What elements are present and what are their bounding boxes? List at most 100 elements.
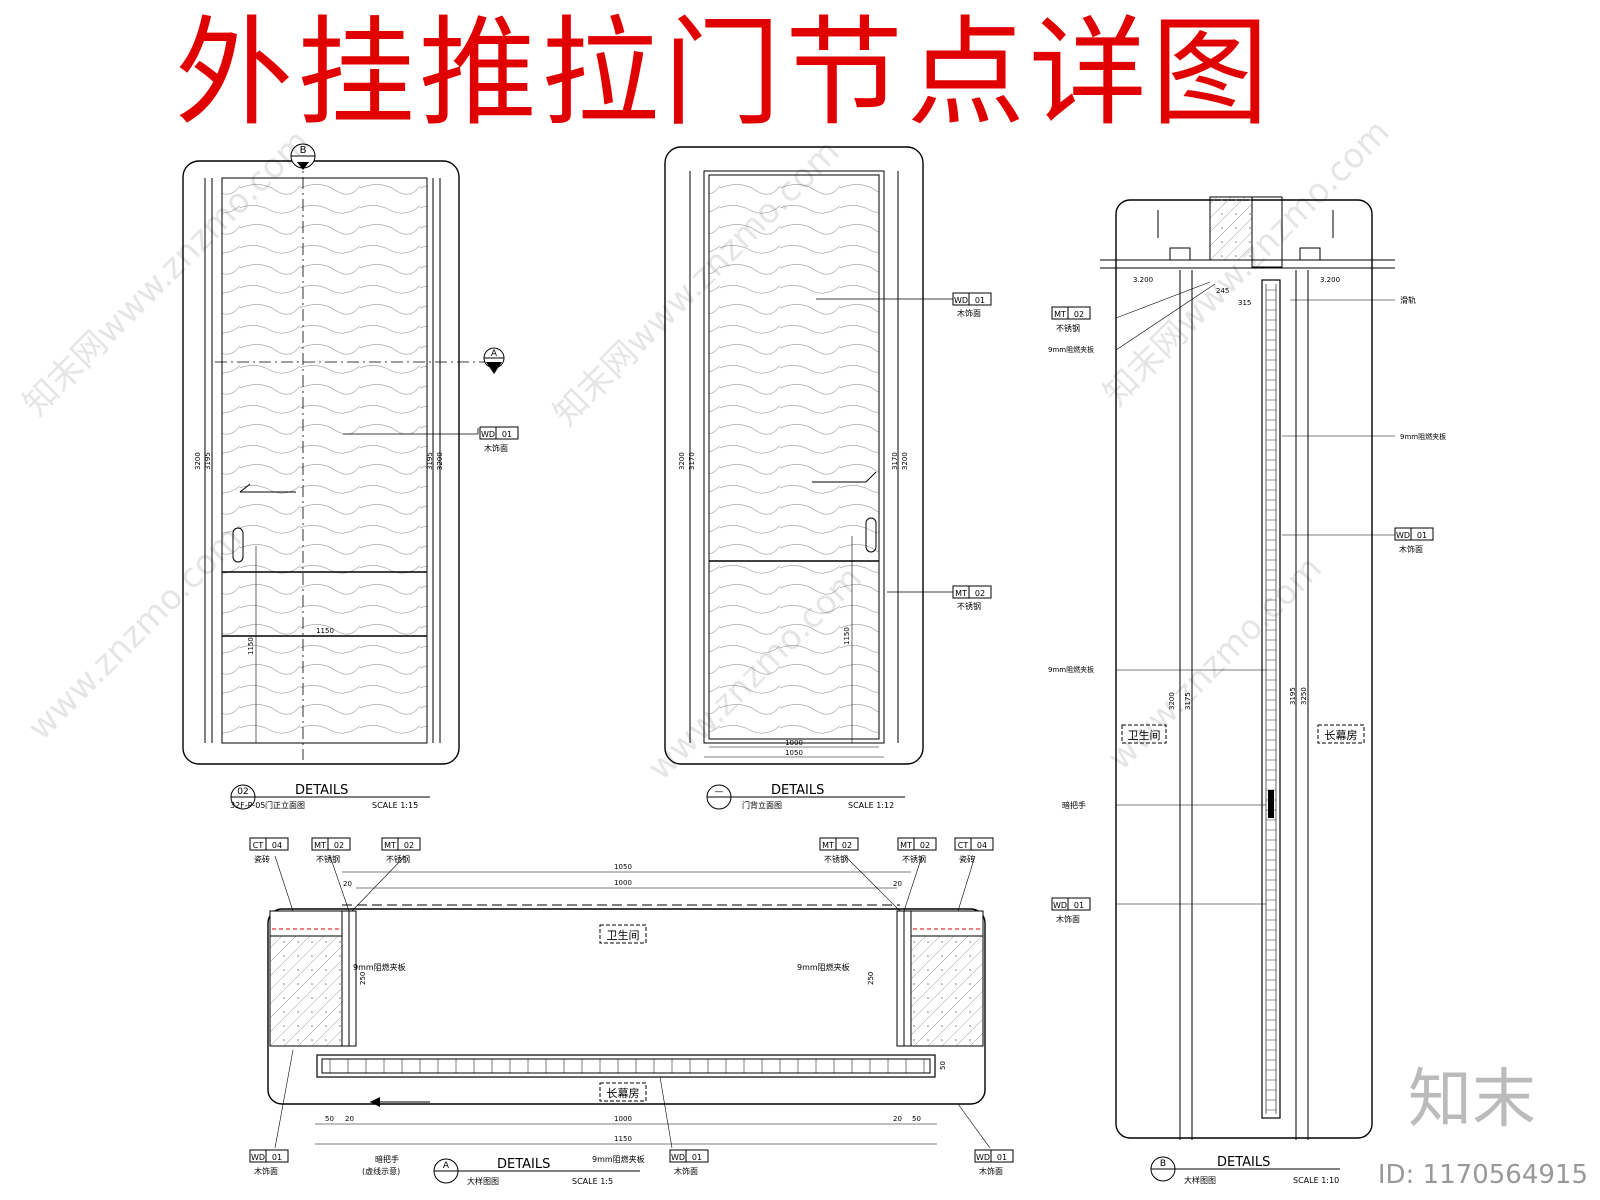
material-tag-code: MT (384, 841, 396, 850)
rail-label: 滑轨 (1400, 295, 1416, 305)
dim-label: 315 (1238, 299, 1251, 307)
material-tag-desc: 木饰面 (1056, 914, 1080, 924)
material-tag-num: 01 (997, 1153, 1007, 1162)
material-tag-desc: 瓷砖 (959, 854, 975, 864)
dim-label: 50 (939, 1061, 947, 1070)
material-tag-num: 01 (1074, 901, 1084, 910)
material-tag-num: 02 (404, 841, 414, 850)
panel-label: 9mm阻燃夹板 (1400, 432, 1446, 441)
dim-label: 1050 (614, 863, 632, 871)
dim-label: 3170 (688, 452, 696, 470)
caption-num: — (715, 787, 724, 797)
dim-label: 3200 (194, 452, 202, 470)
dim-label: 50 (912, 1115, 921, 1123)
panel-label: 9mm阻燃夹板 (592, 1154, 645, 1164)
caption-sub: 大样图图 (467, 1176, 499, 1186)
handle-label: 暗把手 (375, 1154, 399, 1164)
dim-label: 3200 (436, 452, 444, 470)
material-tag-num: 01 (975, 296, 985, 305)
dim-label: 3195 (426, 452, 434, 470)
panel-label: 9mm阻燃夹板 (797, 962, 850, 972)
dim-label: 1150 (843, 627, 851, 645)
material-tag-desc: 木饰面 (674, 1166, 698, 1176)
room-label: 卫生间 (1128, 728, 1161, 742)
material-tag-num: 02 (920, 841, 930, 850)
caption-num: A (443, 1161, 450, 1171)
drawing-title: 外挂推拉门节点详图 (175, 4, 1274, 142)
material-tag-num: 01 (1417, 531, 1427, 540)
material-tag-num: 02 (1074, 310, 1084, 319)
material-tag-num: 04 (272, 841, 282, 850)
front-elevation: B A WD 01 木饰面 3200 3195 3195 3200 1150 1… (182, 143, 519, 810)
caption-sub: 大样图图 (1184, 1175, 1216, 1185)
level-label: 3.200 (1133, 276, 1153, 284)
handle-label: 暗把手 (1062, 800, 1086, 810)
material-tag-desc: 不锈钢 (316, 854, 340, 864)
material-tag-num: 02 (842, 841, 852, 850)
dim-label: 1000 (785, 739, 803, 747)
dim-label: 20 (893, 880, 902, 888)
material-tag-desc: 木饰面 (1399, 544, 1423, 554)
section-detail-b: 卫生间 长幕房 MT 02 不锈钢 WD 01 木饰面 WD 01 木饰面 滑轨 9mm阻燃夹板… (1048, 196, 1446, 1185)
material-tag-desc: 不锈钢 (824, 854, 848, 864)
caption-title: DETAILS (295, 783, 348, 798)
caption-sub: 门正立面图 (265, 800, 305, 810)
material-tag-desc: 不锈钢 (1056, 323, 1080, 333)
image-id: ID: 1170564915 (1377, 1160, 1588, 1190)
section-marker-b: B (300, 145, 307, 156)
material-tag-code: MT (314, 841, 326, 850)
dim-label: 3175 (1184, 692, 1192, 710)
plan-detail-a: 卫生间 长幕房 9mm阻燃夹板 9mm阻燃夹板 9mm阻燃夹板 暗把手 (虚线示… (249, 837, 1014, 1186)
material-tag-code: WD (481, 430, 495, 439)
dim-label: 3200 (901, 452, 909, 470)
caption-scale: SCALE 1:12 (848, 801, 894, 810)
dim-label: 1150 (316, 627, 334, 635)
caption-scale: SCALE 1:5 (572, 1177, 613, 1186)
dim-label: 250 (359, 972, 367, 985)
panel-label: 9mm阻燃夹板 (1048, 665, 1094, 674)
dim-label: 1000 (614, 879, 632, 887)
dim-label: 1050 (785, 749, 803, 757)
material-tag-num: 02 (975, 589, 985, 598)
material-tag-code: MT (1054, 310, 1066, 319)
material-tag-desc: 木饰面 (957, 308, 981, 318)
material-tag-code: WD (251, 1153, 265, 1162)
caption-scale: SCALE 1:15 (372, 801, 418, 810)
caption-title: DETAILS (1217, 1155, 1270, 1170)
room-label: 长幕房 (1325, 728, 1358, 742)
back-elevation: WD 01 木饰面 MT 02 不锈钢 3200 3170 3170 3200 … (664, 146, 992, 810)
handle-note: (虚线示意) (362, 1166, 400, 1176)
room-label: 卫生间 (607, 928, 640, 942)
dim-label: 3200 (1168, 692, 1176, 710)
dim-label: 3250 (1300, 687, 1308, 705)
material-tag-code: CT (958, 841, 969, 850)
panel-label: 9mm阻燃夹板 (1048, 345, 1094, 354)
material-tag-desc: 不锈钢 (386, 854, 410, 864)
material-tag-code: WD (1053, 901, 1067, 910)
material-tag-num: 02 (334, 841, 344, 850)
brand-logo: 知末 (1408, 1063, 1536, 1137)
dim-label: 3195 (1289, 687, 1297, 705)
caption-scale: SCALE 1:10 (1293, 1176, 1339, 1185)
section-marker-a: A (491, 349, 498, 359)
material-tag-desc: 木饰面 (979, 1166, 1003, 1176)
caption-title: DETAILS (771, 783, 824, 798)
caption-num: B (1160, 1159, 1166, 1169)
caption-sub: 门背立面图 (742, 800, 782, 810)
dim-label: 245 (1216, 287, 1229, 295)
caption-sheet: 32F-P-05 (230, 801, 265, 810)
material-tag-code: WD (1396, 531, 1410, 540)
dim-label: 20 (343, 880, 352, 888)
dim-label: 20 (893, 1115, 902, 1123)
material-tag-desc: 木饰面 (484, 443, 508, 453)
material-tag-num: 04 (977, 841, 987, 850)
material-tag-desc: 瓷砖 (254, 854, 270, 864)
material-tag-code: WD (976, 1153, 990, 1162)
material-tag-desc: 不锈钢 (957, 601, 981, 611)
material-tag-code: MT (955, 589, 967, 598)
material-tag-desc: 不锈钢 (902, 854, 926, 864)
caption-num: 02 (237, 787, 248, 797)
level-label: 3.200 (1320, 276, 1340, 284)
dim-label: 50 (325, 1115, 334, 1123)
